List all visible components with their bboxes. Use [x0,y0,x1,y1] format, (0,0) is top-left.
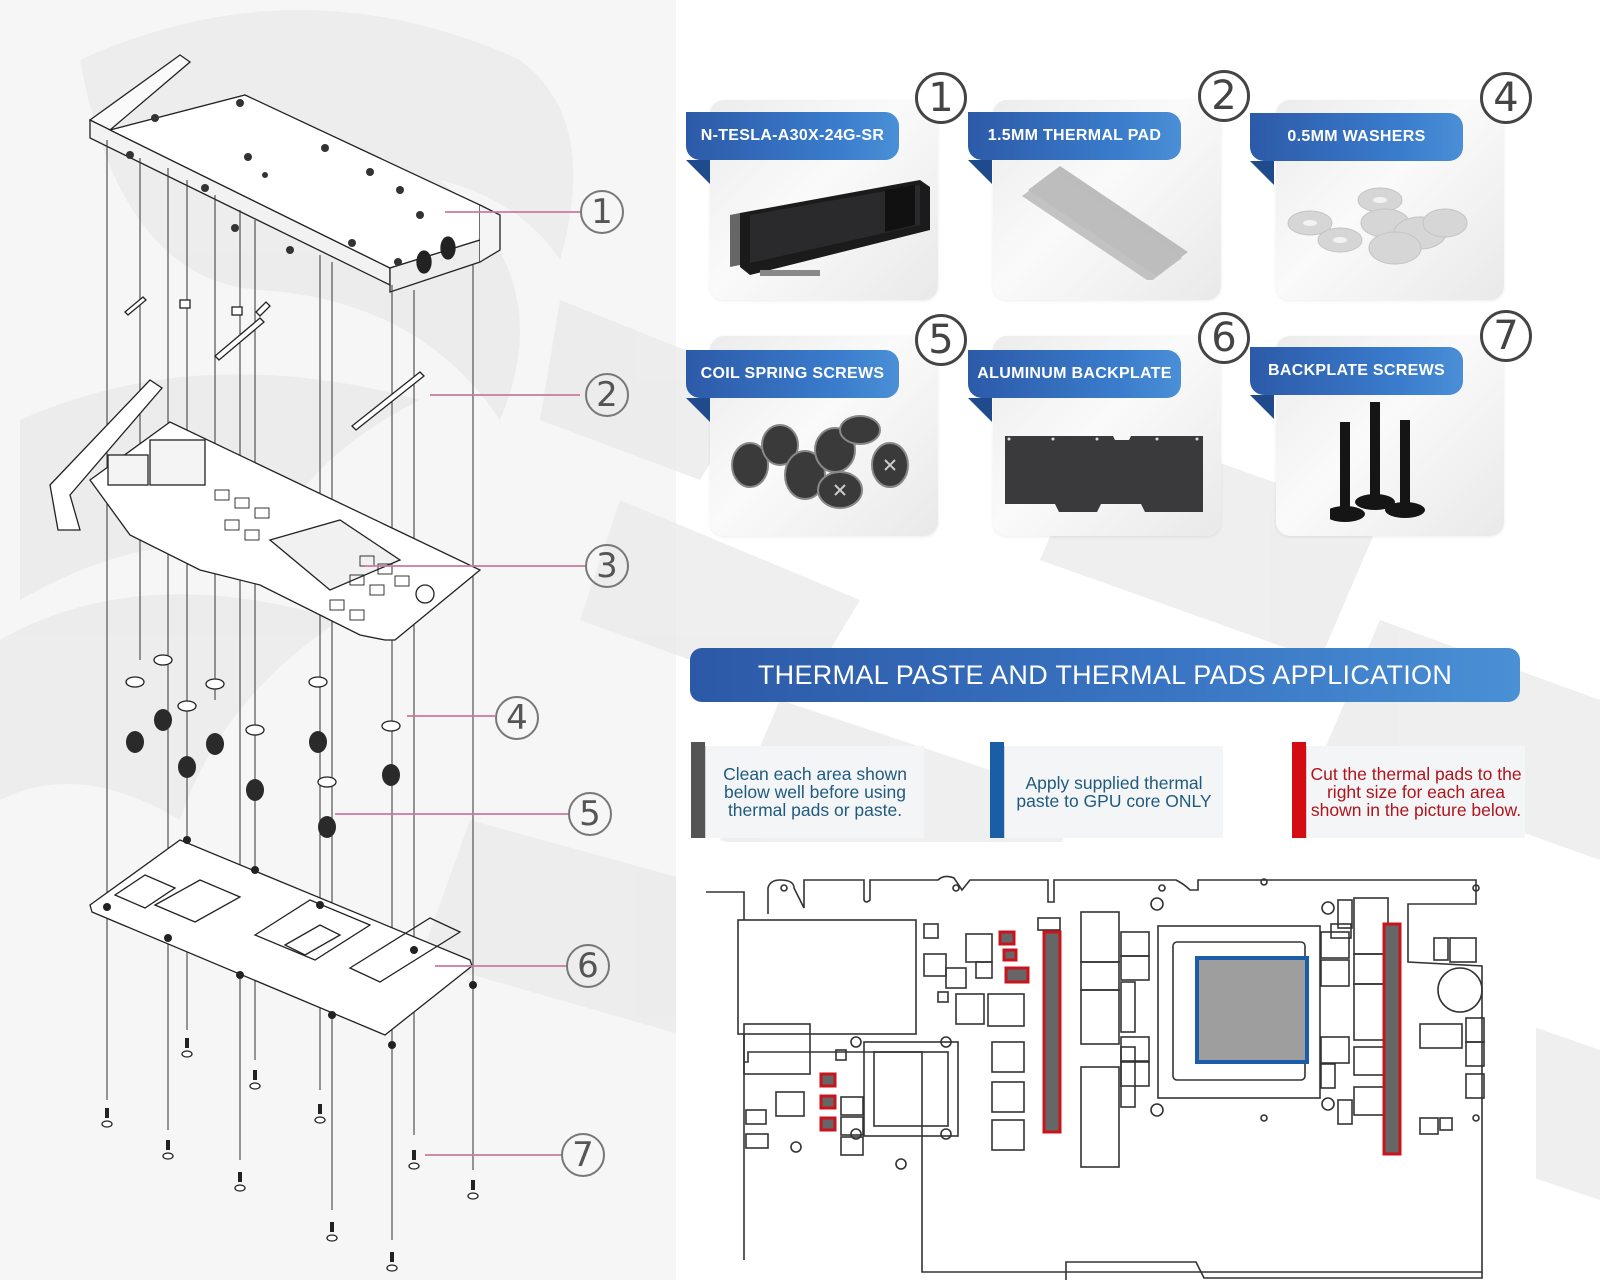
pcb-application-diagram [706,875,1485,1280]
washers-icon [1287,187,1468,265]
application-banner: THERMAL PASTE AND THERMAL PADS APPLICATI… [690,648,1520,702]
part-label: ALUMINUM BACKPLATE [968,350,1181,398]
part-label: COIL SPRING SCREWS [686,350,899,398]
exploded-assembly-drawing [49,54,585,1272]
block-screws [126,99,424,266]
pad-small [1002,948,1018,962]
part-label: 0.5MM WASHERS [1250,113,1463,161]
backplate-icon [1005,436,1203,512]
note-bar-red [1292,742,1306,838]
ribbon-fold [1250,161,1274,185]
backplate-screws [101,1038,479,1272]
water-block-icon [730,180,930,276]
pcb-board [49,379,482,641]
backplate [89,836,477,1049]
callout-3: 3 [585,544,629,588]
screws-icon [1330,402,1425,522]
pad-small [819,1072,837,1088]
thermal-pad-icon [1022,166,1188,280]
note-clean: Clean each area shown below well before … [706,746,924,838]
pad-small [819,1094,837,1110]
note-bar-blue [990,742,1004,838]
part-number-2: 2 [1198,70,1250,122]
callout-4: 4 [495,696,539,740]
pci-bracket [706,891,745,1260]
note-bar-gray [691,742,705,838]
callout-2: 2 [585,373,629,417]
part-label: N-TESLA-A30X-24G-SR [686,112,899,160]
thermal-pad-strips [124,296,425,431]
board-outline [767,875,1483,1280]
callout-5: 5 [568,792,612,836]
ribbon-fold [968,160,992,184]
water-block [88,54,501,293]
ribbon-fold [686,398,710,422]
pad-small [819,1116,837,1132]
pad-small [998,930,1016,946]
thermal-pad-areas [819,922,1402,1156]
part-label: BACKPLATE SCREWS [1250,347,1463,395]
callout-7: 7 [561,1133,605,1177]
washers [125,654,401,788]
part-number-1: ①1 [915,72,967,124]
pad-small [1004,966,1030,984]
part-number-4: 4 [1480,72,1532,124]
callout-1: 1 [580,190,624,234]
ribbon-fold [1250,395,1274,419]
note-paste: Apply supplied thermal paste to GPU core… [1005,746,1223,838]
part-number-6: 6 [1198,312,1250,364]
note-cut-pads: Cut the thermal pads to the right size f… [1307,746,1525,838]
pad-strip-left [1042,930,1062,1134]
pad-strip-right [1382,922,1402,1156]
gpu-core-paste-area [1195,956,1309,1064]
ribbon-fold [686,160,710,184]
ribbon-fold [968,398,992,422]
part-number-5: 5 [915,314,967,366]
spring-screws [126,709,400,838]
spring-screws-icon [731,415,909,509]
part-label: 1.5MM THERMAL PAD [968,112,1181,160]
part-number-7: 7 [1480,310,1532,362]
callout-6: 6 [566,944,610,988]
